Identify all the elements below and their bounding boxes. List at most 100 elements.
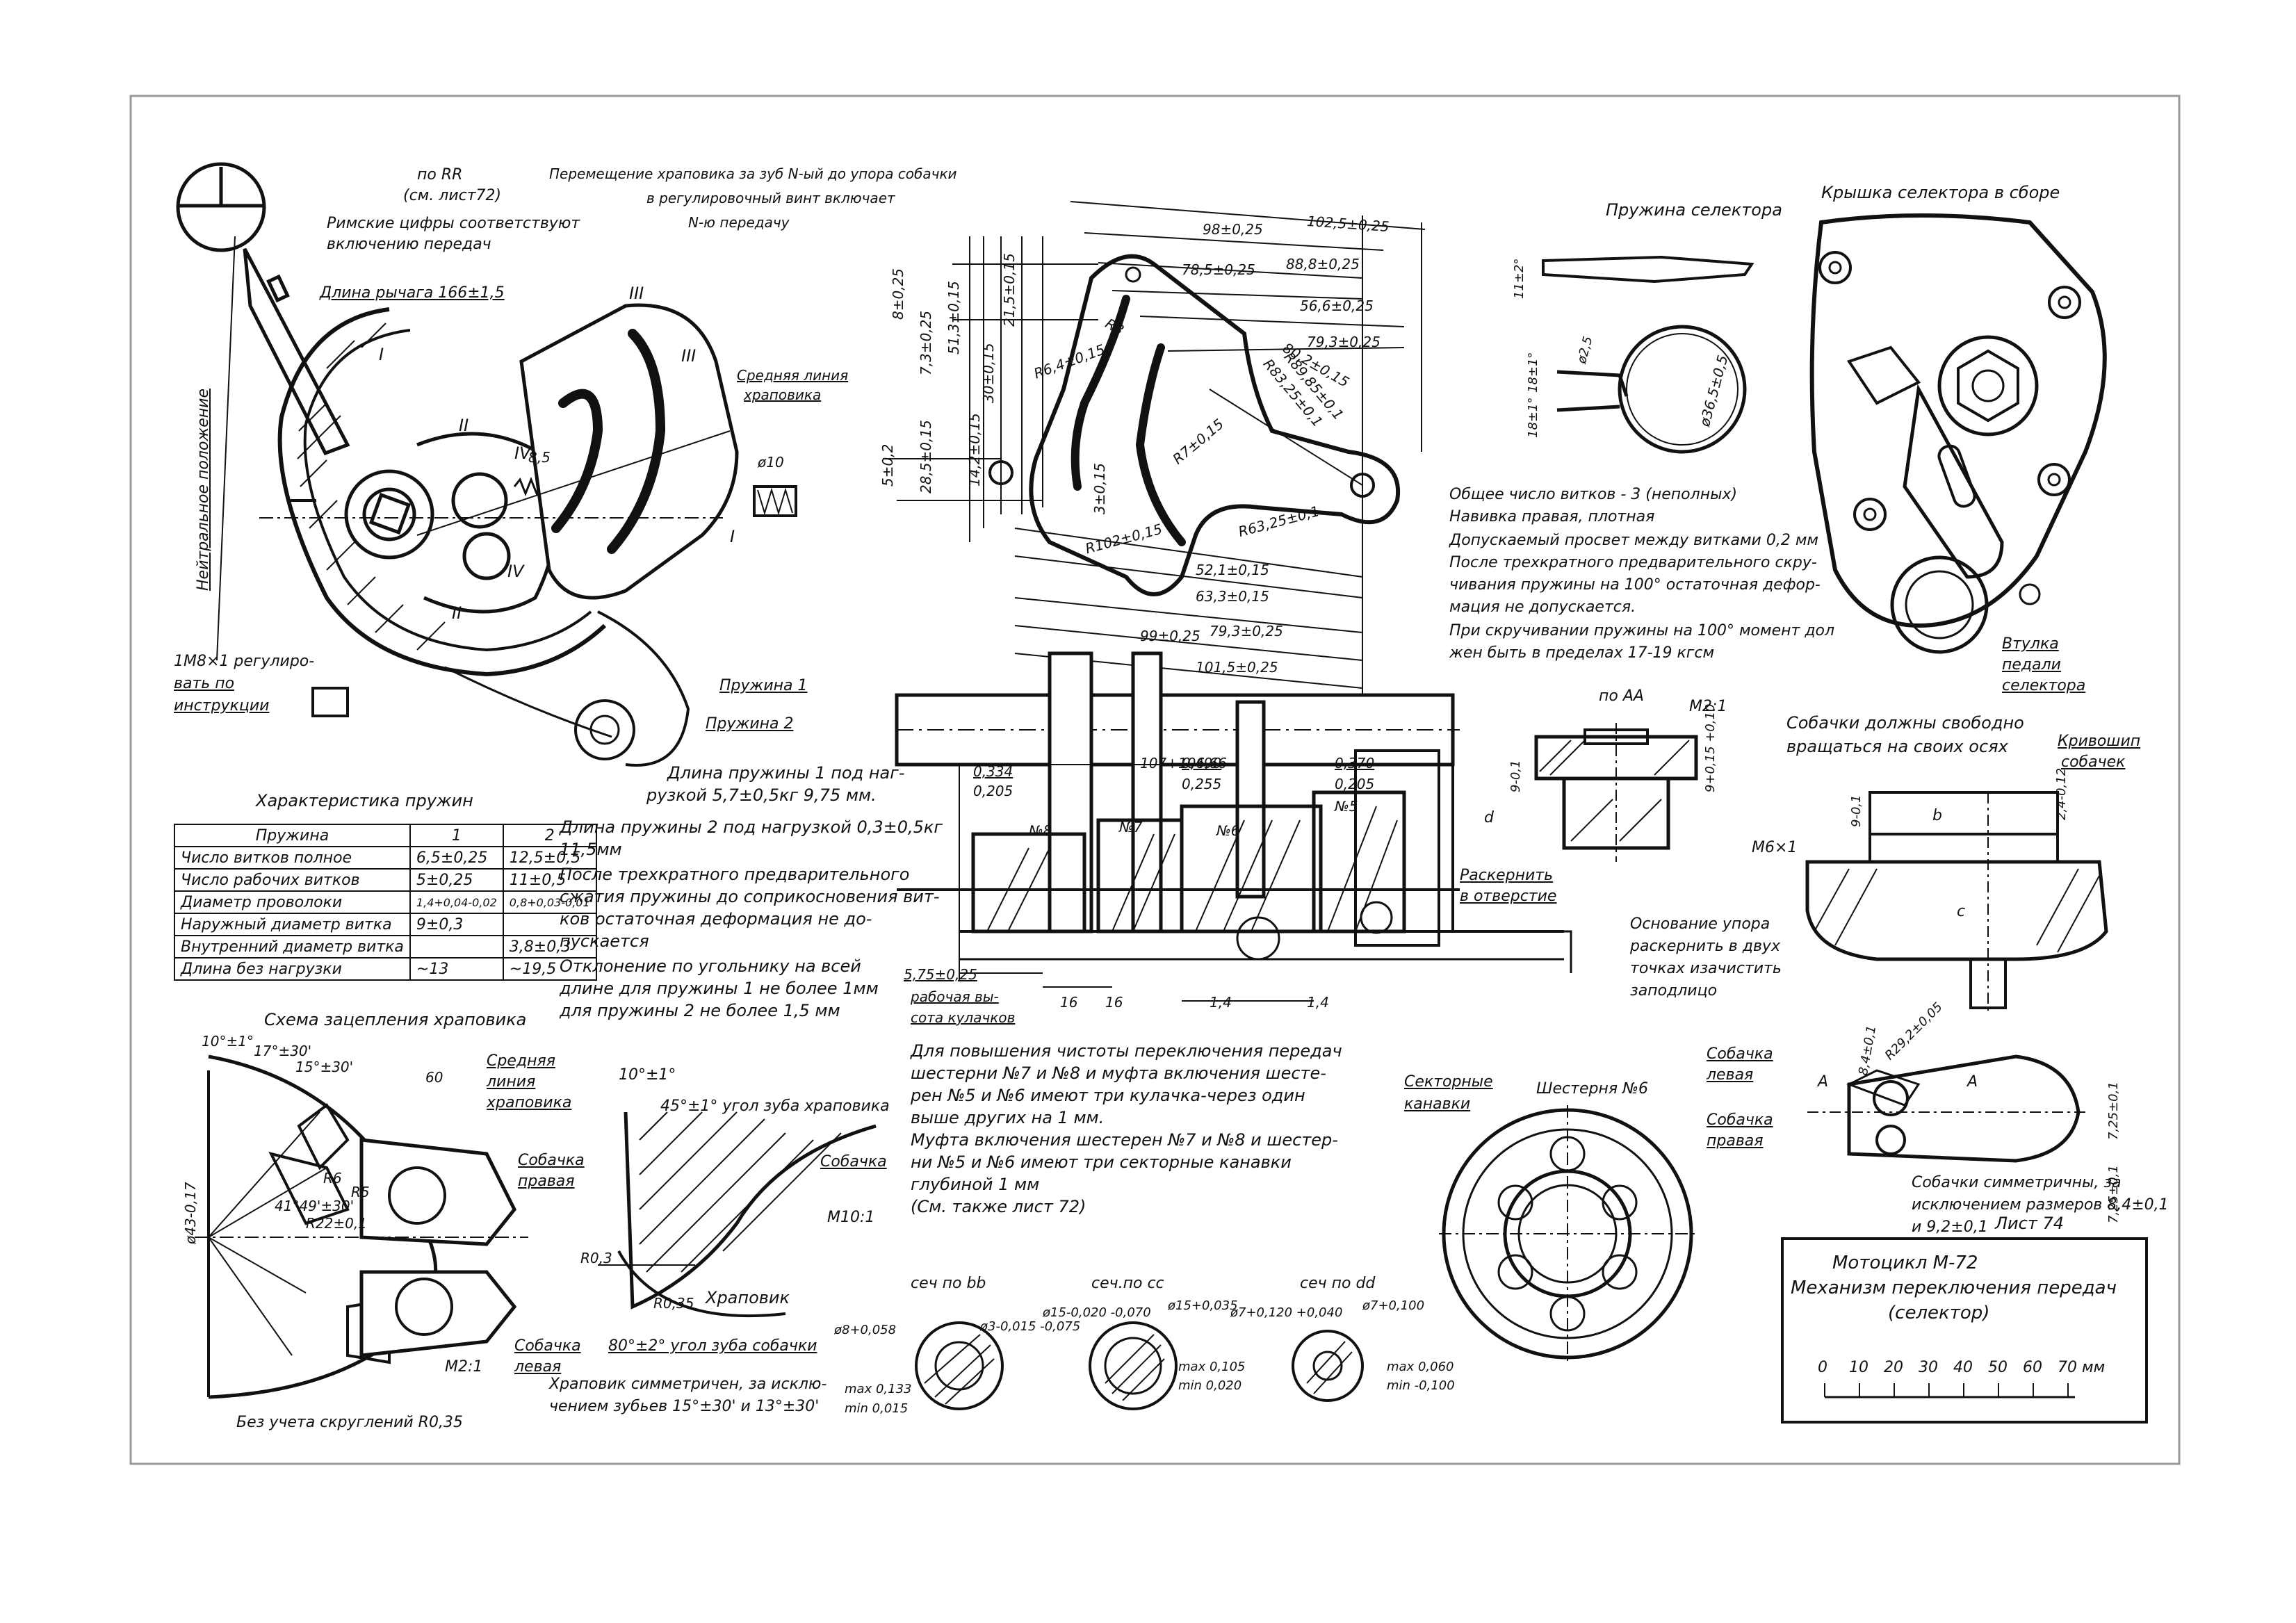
table-cell: ~19,5	[502, 957, 597, 981]
label-adjust-2: вать по	[174, 675, 235, 692]
ratchet-pawl-left-b: левая	[514, 1358, 562, 1376]
tooth-r035: R0,35	[653, 1295, 694, 1312]
dim-98: 98±0,25	[1203, 221, 1263, 238]
ratchet-no-round: Без учета скруглений R0,35	[236, 1414, 463, 1431]
spring-note-dev-1: Отклонение по угольнику на всей	[560, 956, 861, 976]
crank-d901: 9-0,1	[1849, 794, 1864, 827]
shaft-dim-0370: 0,370	[1335, 755, 1375, 772]
roman-3: III	[629, 284, 644, 303]
ratchet-r22: R22±0,1	[306, 1215, 367, 1232]
gear-note-4: выше других на 1 мм.	[911, 1108, 1105, 1127]
scale-tick-30: 30	[1919, 1359, 1938, 1376]
tooth-scale: М10:1	[827, 1209, 875, 1226]
table-cell	[502, 913, 597, 936]
scale-tick-10: 10	[1849, 1359, 1868, 1376]
gear6-sector-1: Секторные	[1404, 1073, 1493, 1091]
dim-14-2: 14,2±0,15	[966, 413, 983, 487]
table-cell: 3,8±0,3	[502, 935, 597, 959]
table-header: Пружина	[174, 824, 411, 847]
ratchet-r5: R5	[351, 1184, 370, 1200]
label-move-note-1: Перемещение храповика за зуб N-ый до упо…	[549, 165, 957, 182]
section-aa-d: d	[1484, 809, 1494, 826]
spring-note-after-2: сжатия пружины до соприкосновения вит-	[560, 887, 940, 906]
pawls-a-left: A	[1818, 1073, 1829, 1091]
selector-spring	[1542, 255, 1754, 454]
roman-1: I	[379, 345, 384, 364]
ratchet-scheme	[195, 1054, 528, 1399]
cover-bushing-2: педали	[2002, 656, 2061, 674]
section-cc-title: сеч.по cc	[1091, 1275, 1164, 1292]
shaft-dim-0205: 0,205	[973, 783, 1013, 799]
section-cc-d1: ø15-0,020 -0,070	[1043, 1305, 1151, 1320]
dim-79-3-bottom: 79,3±0,25	[1210, 623, 1283, 639]
selector-spring-n7: При скручивании пружины на 100° момент д…	[1449, 622, 1835, 639]
dim-99: 99±0,25	[1140, 628, 1200, 644]
section-dd-min: min -0,100	[1387, 1378, 1455, 1393]
section-aa-dim-b: 9+0,15 +0,10	[1703, 703, 1718, 793]
table-cell: Наружный диаметр витка	[174, 913, 411, 936]
tooth-r03: R0,3	[580, 1250, 612, 1266]
dim-52-1: 52,1±0,15	[1196, 562, 1269, 578]
tooth-ratchet: Храповик	[706, 1288, 790, 1307]
shaft-d14b: 1,4	[1307, 994, 1329, 1011]
roman-8: I	[730, 527, 735, 546]
label-move-note-2: в регулировочный винт включает	[646, 190, 895, 206]
table-cell: 9±0,3	[409, 913, 504, 936]
crank-base-3: точках изачистить	[1630, 960, 1782, 977]
selector-spring-n5: чивания пружины на 100° остаточная дефор…	[1449, 576, 1821, 594]
pawls-left-1: Собачка	[1707, 1045, 1773, 1063]
dim-5: 5±0,2	[879, 443, 896, 487]
table-cell: Диаметр проволоки	[174, 890, 411, 914]
shaft-d14: 1,4	[1210, 994, 1232, 1011]
ratchet-d43: ø43-0,17	[182, 1182, 199, 1244]
table-header: 2	[502, 824, 597, 847]
title-block: Мотоцикл М-72 Механизм переключения пере…	[1781, 1237, 2148, 1424]
ratchet-pawl-right-b: правая	[518, 1173, 575, 1190]
shaft-dim-0490: 0,490	[1182, 755, 1222, 772]
gear-note-2: шестерни №7 и №8 и муфта включения шесте…	[911, 1063, 1326, 1083]
pawls-d725a: 7,25±0,1	[2106, 1082, 2121, 1140]
label-lever-length: Длина рычага 166±1,5	[320, 284, 505, 302]
label-adjust-1: 1М8×1 регулиро-	[174, 653, 315, 670]
spring-note-len1-b: рузкой 5,7±0,5кг 9,75 мм.	[646, 785, 877, 805]
crank-c: c	[1957, 903, 1966, 920]
ratchet-angle-5: 41°49'±30'	[275, 1198, 355, 1214]
table-header: 1	[409, 824, 504, 847]
crank-title-2: собачек	[2061, 753, 2126, 771]
pawls-sym-3: и 9,2±0,1	[1912, 1218, 1988, 1236]
ratchet-scheme-caption: Схема зацепления храповика	[264, 1010, 527, 1029]
crank-m6: М6×1	[1752, 839, 1798, 856]
label-spring-2: Пружина 2	[706, 715, 794, 733]
shaft-dim-0334: 0,334	[973, 763, 1013, 780]
crank-free-2: вращаться на своих осях	[1786, 737, 2008, 756]
crank-free-1: Собачки должны свободно	[1786, 713, 2024, 733]
section-bb-title: сеч по bb	[911, 1275, 986, 1292]
scale-tick-0: 0	[1818, 1359, 1827, 1376]
selector-spring-n3: Допускаемый просвет между витками 0,2 мм	[1449, 532, 1819, 549]
crank-base-2: раскернить в двух	[1630, 938, 1780, 955]
table-cell: 6,5±0,25	[409, 846, 504, 870]
ratchet-pawl-right-a: Собачка	[518, 1152, 585, 1169]
label-po-rr: по RR	[417, 166, 463, 183]
dim-63-3: 63,3±0,15	[1196, 588, 1269, 605]
gear-note-5: Муфта включения шестерен №7 и №8 и шесте…	[911, 1130, 1338, 1150]
pawls-sym-1: Собачки симметричны, за	[1912, 1174, 2122, 1191]
shaft-dim-107: 107+106,66	[1140, 755, 1227, 772]
label-mid-line-1: Средняя линия	[737, 367, 849, 384]
selector-spring-n6: мация не допускается.	[1449, 598, 1636, 616]
tooth-angle-pawl: 80°±2° угол зуба собачки	[608, 1337, 817, 1355]
shaft-work-a: 5,75±0,25	[904, 966, 977, 983]
spring-note-len2-a: Длина пружины 2 под нагрузкой 0,3±0,5кг	[560, 817, 943, 837]
dim-51-3: 51,3±0,15	[945, 281, 962, 354]
scale-tick-50: 50	[1988, 1359, 2008, 1376]
dim-88-8: 88,8±0,25	[1286, 256, 1360, 272]
selector-spring-n4: После трехкратного предварительного скру…	[1449, 554, 1817, 571]
label-roman-note-2: включению передач	[327, 236, 491, 253]
scale-tick-40: 40	[1953, 1359, 1973, 1376]
selector-spring-a3: 18±1°	[1526, 397, 1540, 438]
gear-note-3: рен №5 и №6 имеют три кулачка-через один	[911, 1086, 1305, 1105]
dim-101-5: 101,5±0,25	[1196, 659, 1278, 676]
